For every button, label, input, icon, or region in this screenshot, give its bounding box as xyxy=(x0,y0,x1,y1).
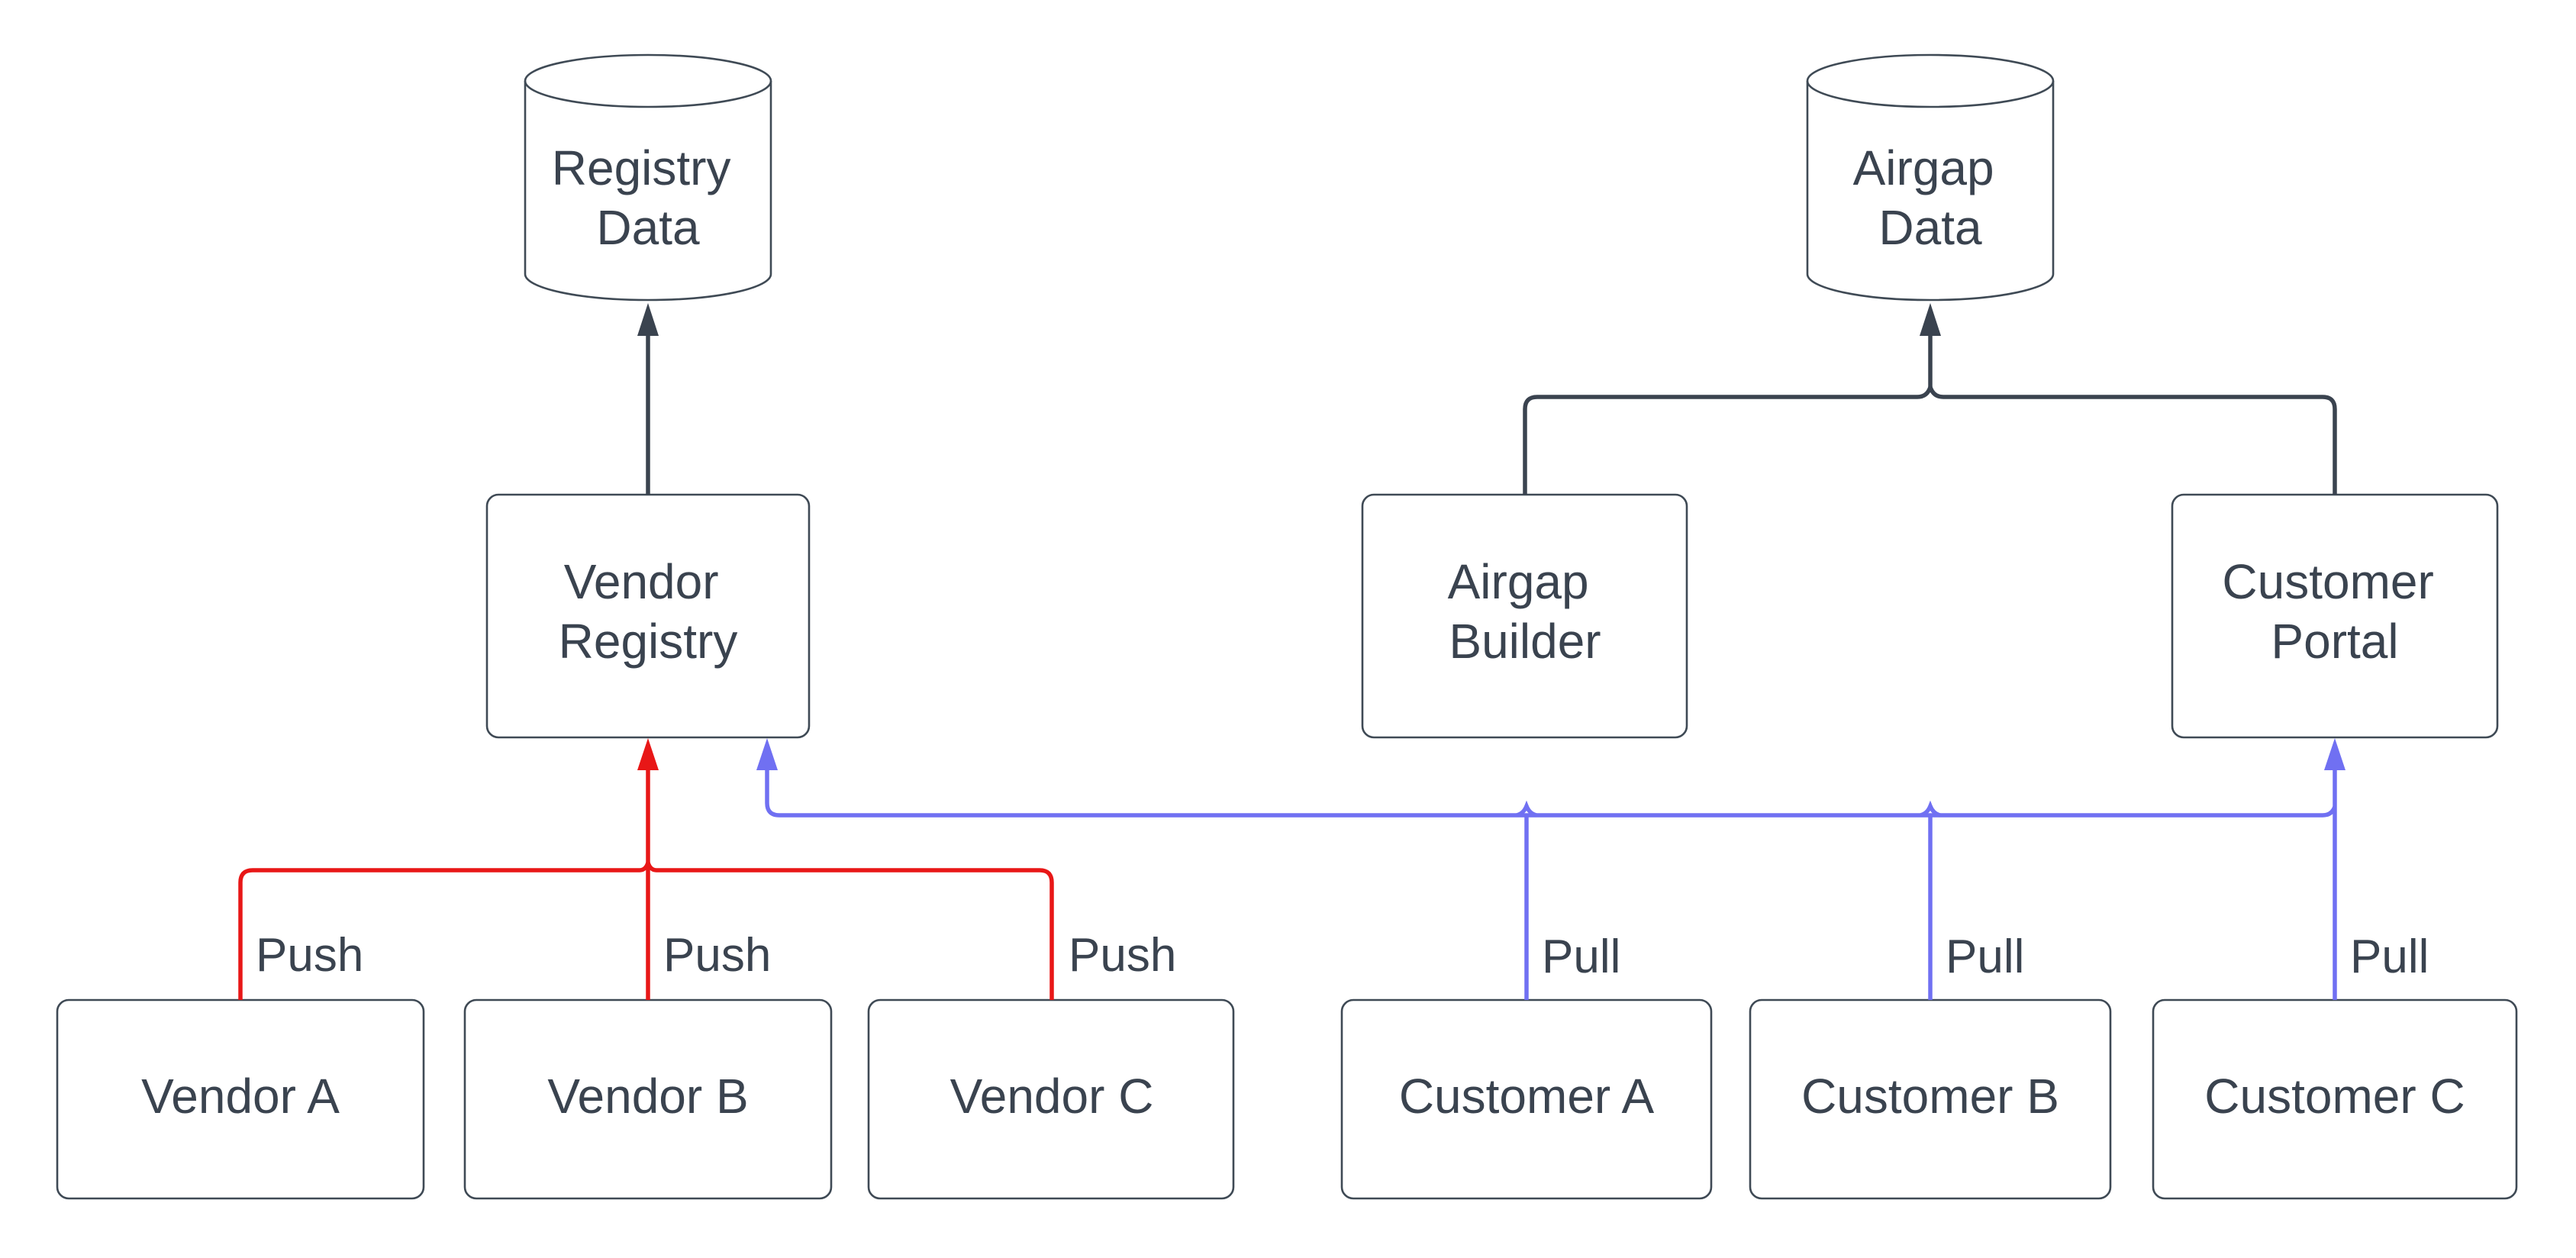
airgap-builder-label: Airgap Builder xyxy=(1448,554,1603,669)
vendor-c-label: Vendor C xyxy=(950,1069,1154,1124)
edge-labels-layer: Push Push Push Pull Pull Pull xyxy=(256,929,2429,983)
edge-customer-portal-to-airgap-data xyxy=(1928,386,2337,495)
arrowhead-push-into-vendor-registry xyxy=(637,738,659,770)
dark-edges-layer xyxy=(646,336,2337,495)
pull-label-customer-b: Pull xyxy=(1946,931,2024,983)
pull-label-customer-a: Pull xyxy=(1542,931,1620,983)
node-labels-layer: Registry Data Airgap Data Vendor Registr… xyxy=(141,140,2465,1124)
pull-junction-bump-customer-b xyxy=(1920,800,1941,818)
airgap-data-label: Airgap Data xyxy=(1853,140,2008,255)
airgap-data-cylinder-icon xyxy=(1806,53,2055,302)
edge-airgap-builder-to-airgap-data xyxy=(1523,386,1933,495)
push-label-vendor-c: Push xyxy=(1069,929,1176,982)
vendor-a-label: Vendor A xyxy=(141,1069,340,1124)
customer-c-label: Customer C xyxy=(2204,1069,2465,1124)
pull-arrowheads-layer xyxy=(756,738,2345,770)
registry-data-label: Registry Data xyxy=(552,140,745,255)
node-airgap-data xyxy=(1806,53,2055,302)
pull-junction-bump-customer-a xyxy=(1516,800,1537,818)
arrowhead-pull-into-vendor-registry xyxy=(756,738,778,770)
node-registry-data xyxy=(524,53,772,302)
customer-portal-label: Customer Portal xyxy=(2222,554,2447,669)
arrowhead-into-registry-data xyxy=(637,303,659,336)
customer-a-label: Customer A xyxy=(1399,1069,1655,1124)
push-label-vendor-b: Push xyxy=(663,929,771,982)
vendor-registry-label: Vendor Registry xyxy=(559,554,738,669)
arrowhead-pull-into-customer-portal xyxy=(2324,738,2345,770)
pull-label-customer-c: Pull xyxy=(2350,931,2429,983)
pull-bus-to-vendor-registry xyxy=(765,770,2337,818)
push-arrowheads-layer xyxy=(637,738,659,770)
airgap-data-cylinder-rim xyxy=(1806,80,2055,108)
pull-edges-layer xyxy=(765,770,2337,1000)
vendor-b-label: Vendor B xyxy=(547,1069,748,1124)
shapes-layer xyxy=(56,53,2518,1200)
registry-data-cylinder-icon xyxy=(524,53,772,302)
arrowhead-into-airgap-data xyxy=(1920,303,1941,336)
customer-b-label: Customer B xyxy=(1801,1069,2059,1124)
dark-arrowheads-layer xyxy=(637,303,1941,336)
push-edges-layer xyxy=(238,770,1054,1000)
registry-data-cylinder-rim xyxy=(524,80,772,108)
push-label-vendor-a: Push xyxy=(256,929,363,982)
